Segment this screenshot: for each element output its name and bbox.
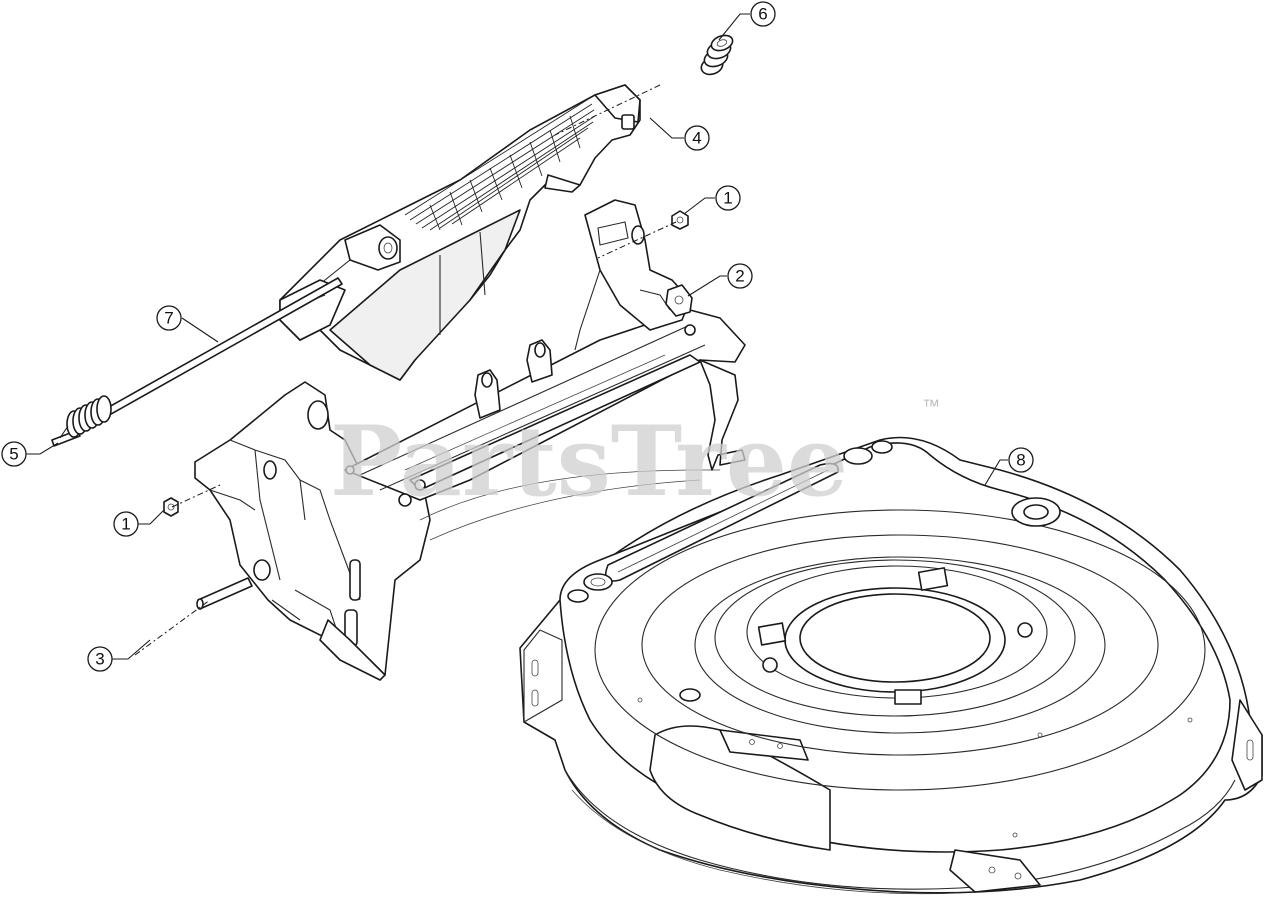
handle-bracket-part[interactable] (194, 199, 746, 681)
callout-7-circle (156, 305, 182, 331)
callout-8-label: 8 (1016, 451, 1025, 470)
callout-6-label: 6 (758, 5, 767, 24)
callout-2-label: 2 (735, 267, 744, 286)
callout-2-circle (727, 263, 753, 289)
callout-1-lower-label: 1 (121, 515, 130, 534)
callout-6-circle (750, 1, 776, 27)
nut-part-upper[interactable] (671, 210, 689, 230)
callout-1-upper-label: 1 (723, 189, 732, 208)
callout-1-upper[interactable]: 1 (683, 185, 741, 215)
callout-3-circle (87, 646, 113, 672)
watermark-trademark: ™ (922, 396, 940, 416)
callout-3[interactable]: 3 (87, 639, 151, 672)
callout-2-leader-line (687, 275, 727, 297)
compression-spring-part[interactable] (699, 33, 735, 78)
callout-1-lower-circle (113, 511, 139, 537)
callout-5-leader-line (26, 442, 59, 455)
callout-8-circle (1008, 447, 1034, 473)
callout-8[interactable]: 8 (984, 447, 1034, 486)
watermark-text: PartsTree (330, 405, 848, 518)
callout-2[interactable]: 2 (687, 263, 753, 297)
mower-deck-part[interactable] (519, 436, 1263, 895)
callout-4-label: 4 (692, 129, 701, 148)
callout-3-leader-line (112, 639, 151, 660)
callout-7[interactable]: 7 (156, 305, 219, 343)
torsion-spring-part[interactable] (51, 395, 112, 447)
rear-guard-part[interactable] (279, 84, 641, 381)
callout-6-leader-line (718, 13, 750, 41)
callout-5-circle (1, 441, 27, 467)
callout-4-circle (684, 125, 710, 151)
callout-1-upper-circle (715, 185, 741, 211)
callout-7-leader-line (181, 317, 219, 343)
callout-1-upper-leader-line (683, 197, 715, 215)
assembly-center-lines (134, 84, 677, 656)
callout-1-lower-leader-line (138, 509, 165, 525)
callout-4[interactable]: 4 (649, 117, 710, 151)
callout-8-leader-line (984, 459, 1008, 486)
callout-6[interactable]: 6 (718, 1, 776, 41)
watermark: PartsTree ™ (330, 396, 940, 518)
callout-1-lower[interactable]: 1 (113, 509, 165, 537)
nut-part-lower[interactable] (163, 497, 179, 517)
callout-3-label: 3 (95, 650, 104, 669)
pivot-bracket-part[interactable] (665, 284, 693, 317)
callout-7-label: 7 (164, 309, 173, 328)
bolt-pin-part[interactable] (196, 577, 253, 610)
callout-4-leader-line (649, 117, 684, 139)
callout-5[interactable]: 5 (1, 441, 59, 467)
callout-5-label: 5 (9, 445, 18, 464)
